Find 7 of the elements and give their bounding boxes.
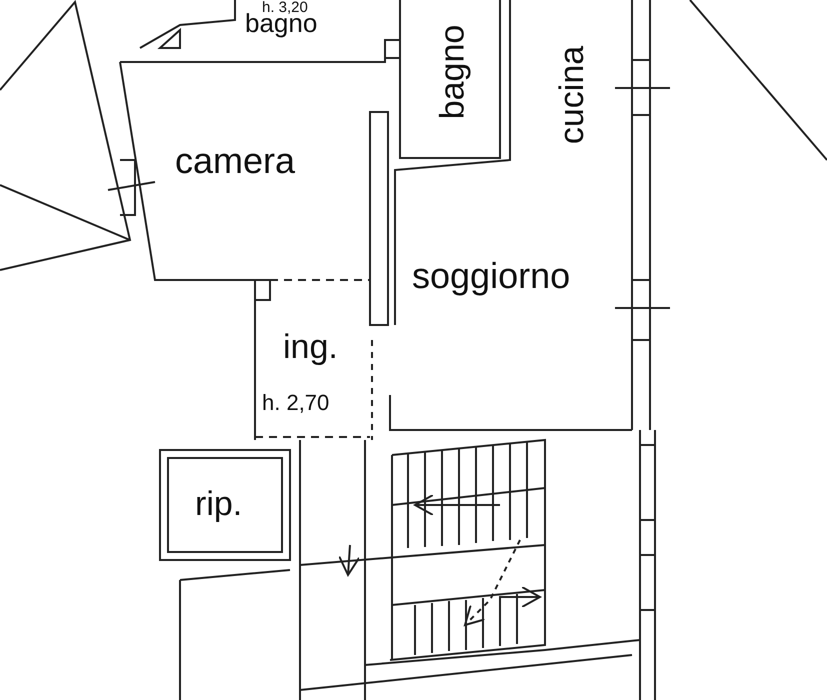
room-name: cucina <box>555 46 590 144</box>
room-name: soggiorno <box>412 258 570 294</box>
room-name: ing. <box>283 330 338 364</box>
room-name: rip. <box>195 487 242 521</box>
height-note: h. 2,70 <box>262 392 330 414</box>
room-name: camera <box>175 143 296 179</box>
room-name: bagno <box>434 24 469 120</box>
